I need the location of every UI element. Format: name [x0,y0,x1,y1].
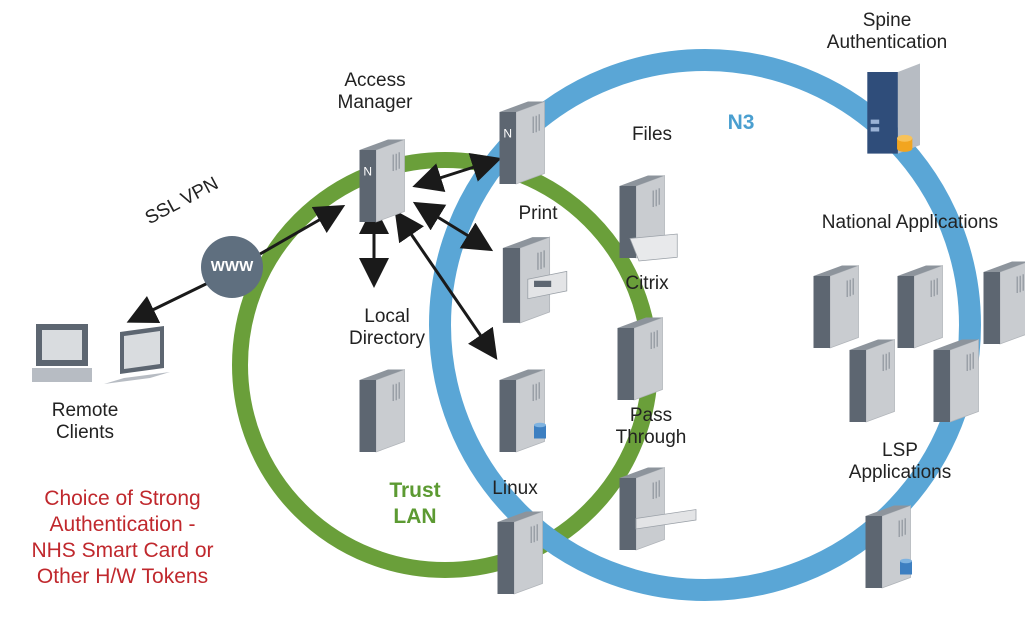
spine-server-icon [867,64,920,154]
n3-gateway-server-icon: N [500,102,545,185]
www-internet-icon: WWW [201,236,263,298]
access-manager-server-icon: N [360,140,405,223]
svg-text:N: N [503,127,512,141]
trust-lan-label: Trust LAN [380,478,450,530]
n3-label: N3 [716,112,766,134]
files-label: Files [622,124,682,146]
remote-clients-icon [32,324,170,384]
local-directory-server-icon [360,370,405,453]
national-app-server-3-icon [984,262,1025,345]
remote-clients-label: Remote Clients [30,400,140,444]
citrix-label: Citrix [612,273,682,295]
spine-authentication-label: Spine Authentication [812,10,962,54]
lsp-applications-label: LSP Applications [830,440,970,484]
national-app-server-2-icon [898,266,943,349]
linux-server-icon [498,512,543,595]
lsp-server-icon [866,506,913,589]
access-manager-label: Access Manager [320,70,430,114]
svg-text:N: N [363,165,372,179]
print-server-icon [503,237,567,323]
local-directory-label: Local Directory [332,306,442,350]
pass-through-server-icon [620,468,697,551]
directory-db-server-icon [500,370,547,453]
strong-authentication-note: Choice of Strong Authentication - NHS Sm… [0,486,245,590]
national-app-server-5-icon [934,340,979,423]
files-server-icon [620,176,678,262]
national-app-server-1-icon [814,266,859,349]
national-app-server-4-icon [850,340,895,423]
print-label: Print [508,203,568,225]
pass-through-label: Pass Through [596,405,706,449]
citrix-server-icon [618,318,663,401]
linux-label: Linux [480,478,550,500]
national-applications-label: National Applications [800,212,1020,234]
